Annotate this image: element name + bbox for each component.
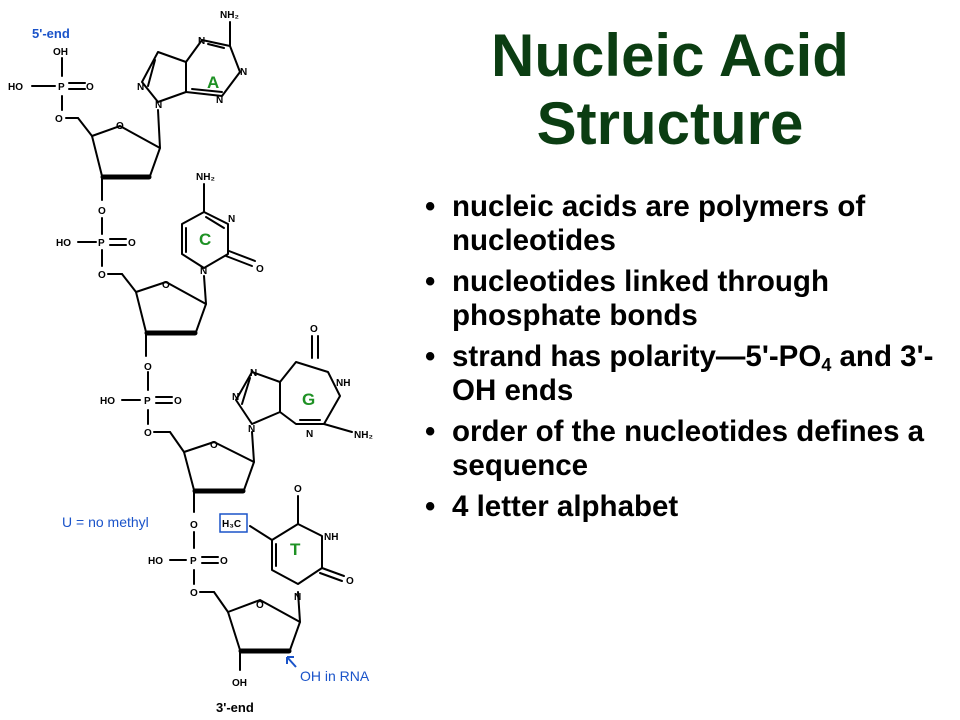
atom-label: O	[174, 396, 182, 407]
atom-label: N	[294, 592, 301, 603]
bullet-text: and 3'-OH ends	[452, 340, 934, 407]
atom-label: O	[190, 520, 198, 531]
atom-label: P	[190, 556, 197, 567]
atom-label: N	[250, 368, 257, 379]
base-label-g: G	[302, 390, 315, 409]
bullet-item: order of the nucleotides defines a seque…	[422, 415, 952, 483]
atom-label: N	[228, 214, 235, 225]
atom-label: NH₂	[196, 172, 215, 183]
atom-label: O	[162, 280, 170, 291]
atom-label: N	[306, 429, 313, 440]
atom-label: N	[137, 82, 144, 93]
atom-label: P	[58, 82, 65, 93]
bullet-list: nucleic acids are polymers of nucleotide…	[422, 190, 952, 531]
slide-title: Nucleic Acid Structure	[420, 22, 920, 158]
atom-label: O	[128, 238, 136, 249]
title-line-1: Nucleic Acid	[491, 22, 849, 89]
atom-label: NH₂	[354, 430, 373, 441]
atom-label: O	[98, 206, 106, 217]
title-line-2: Structure	[536, 90, 804, 157]
atom-label: O	[220, 556, 228, 567]
three-prime-end-label: 3'-end	[216, 700, 254, 715]
bullet-item: strand has polarity—5'-PO4 and 3'-OH end…	[422, 340, 952, 408]
atom-label: N	[248, 424, 255, 435]
atom-label: O	[210, 440, 218, 451]
atom-label: HO	[148, 556, 163, 567]
methyl-note: U = no methyl	[62, 514, 149, 530]
atom-label: O	[294, 484, 302, 495]
atom-label: N	[155, 100, 162, 111]
atom-label: OH	[232, 678, 247, 689]
base-label-c: C	[199, 230, 211, 249]
atom-label: O	[144, 362, 152, 373]
five-prime-end-label: 5'-end	[32, 26, 70, 41]
atom-label: O	[86, 82, 94, 93]
atom-label: N	[200, 266, 207, 277]
bullet-item: nucleotides linked through phosphate bon…	[422, 265, 952, 333]
atom-label: H₃C	[222, 519, 241, 530]
atom-label: HO	[100, 396, 115, 407]
atom-label: HO	[56, 238, 71, 249]
rna-oh-note: OH in RNA	[300, 668, 370, 684]
atom-label: N	[198, 36, 205, 47]
atom-label: O	[144, 428, 152, 439]
atom-label: O	[310, 324, 318, 335]
atom-label: P	[144, 396, 151, 407]
atom-label: NH	[336, 378, 350, 389]
atom-label: N	[232, 392, 239, 403]
atom-labels: OH HO P O O O N N N N N NH₂ O HO P O O O…	[8, 10, 373, 689]
atom-label: O	[98, 270, 106, 281]
bullet-item: 4 letter alphabet	[422, 490, 952, 524]
atom-label: HO	[8, 82, 23, 93]
atom-label: O	[256, 264, 264, 275]
atom-label: O	[190, 588, 198, 599]
atom-label: N	[216, 95, 223, 106]
bullet-item: nucleic acids are polymers of nucleotide…	[422, 190, 952, 258]
atom-label: N	[240, 67, 247, 78]
base-label-a: A	[207, 73, 219, 92]
atom-label: NH	[324, 532, 338, 543]
atom-label: O	[55, 114, 63, 125]
nucleic-acid-structure-diagram: 5'-end 3'-end A C G T U = no methyl OH i…	[8, 10, 373, 715]
atom-label: OH	[53, 47, 68, 58]
bullet-subscript: 4	[821, 355, 832, 375]
atom-label: O	[116, 121, 124, 132]
atom-label: P	[98, 238, 105, 249]
bullet-text: strand has polarity—5'-PO	[452, 340, 822, 373]
atom-label: O	[256, 600, 264, 611]
base-label-t: T	[290, 540, 301, 559]
atom-label: O	[346, 576, 354, 587]
atom-label: NH₂	[220, 10, 239, 21]
